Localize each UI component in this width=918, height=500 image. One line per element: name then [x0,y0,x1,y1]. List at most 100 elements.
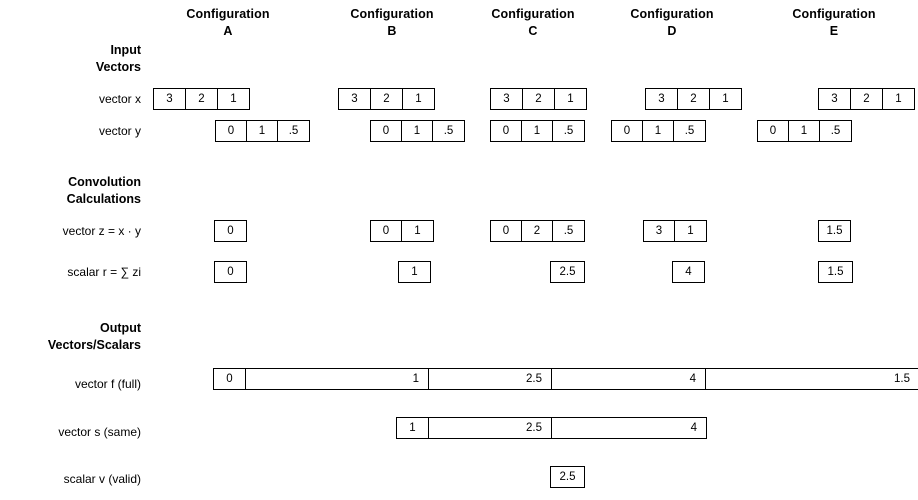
vector-z-cell: 1.5 [826,225,843,237]
vector-x-box-a: 3 2 1 [153,88,250,110]
vector-x-cell: 2 [523,89,555,109]
scalar-r-cell: 4 [685,266,692,278]
scalar-r-cell: 2.5 [559,266,576,278]
vector-y-box-e: 0 1 .5 [757,120,852,142]
vector-x-cell: 3 [491,89,523,109]
vector-z-cell: 1 [414,225,421,237]
vector-s-same-box: 1 2.5 4 [396,417,707,439]
column-header-c: Configuration C [463,6,603,40]
section-title-convolution-line2: Calculations [66,192,141,206]
row-label-scalar-r: scalar r = ∑ zi [67,265,141,279]
column-header-b: Configuration B [322,6,462,40]
section-title-input-vectors-line1: Input [110,43,141,57]
column-header-d-word: Configuration [630,7,714,21]
scalar-r-box-a: 0 [214,261,247,283]
scalar-r-cell: 1.5 [827,266,844,278]
column-header-a-word: Configuration [186,7,270,21]
section-title-convolution-line1: Convolution [68,175,141,189]
row-label-vector-x: vector x [98,92,141,106]
section-title-input-vectors: Input Vectors [0,42,141,76]
vector-y-cell: 1 [789,121,820,141]
vector-y-cell: 1 [643,121,674,141]
vector-y-cell: 0 [491,121,522,141]
scalar-r-cell: 0 [227,266,234,278]
vector-x-cell: 3 [154,89,186,109]
vector-f-cell: 1 [246,369,429,389]
vector-f-cell: 1.5 [894,373,910,385]
vector-z-box-e: 1.5 [818,220,851,242]
row-label-vector-s: vector s (same) [58,425,141,439]
vector-s-cell: 1 [397,418,429,438]
vector-y-cell: .5 [443,125,454,137]
vector-z-box-c: 0 2 .5 [490,220,585,242]
vector-z-cell: 0 [227,225,234,237]
scalar-r-cell: 1 [411,266,418,278]
vector-x-cell: 1 [415,93,422,105]
vector-x-box-e: 3 2 1 [818,88,915,110]
vector-x-cell: 2 [186,89,218,109]
vector-f-cell: 4 [552,369,706,389]
vector-f-full-box: 0 1 2.5 4 1.5 [213,368,918,390]
scalar-r-box-c: 2.5 [550,261,585,283]
vector-z-cell: 3 [644,221,675,241]
scalar-r-box-b: 1 [398,261,431,283]
vector-x-cell: 2 [851,89,883,109]
vector-z-cell: .5 [563,225,574,237]
column-header-a: Configuration A [158,6,298,40]
column-header-a-letter: A [223,24,233,38]
row-label-vector-y: vector y [98,124,141,138]
vector-x-cell: 1 [230,93,237,105]
column-header-b-letter: B [387,24,397,38]
vector-y-cell: 0 [216,121,247,141]
column-header-c-word: Configuration [491,7,575,21]
section-title-output-line2: Vectors/Scalars [47,338,141,352]
vector-z-cell: 1 [687,225,694,237]
column-header-e-letter: E [829,24,839,38]
scalar-v-cell: 2.5 [559,471,576,483]
column-header-d-letter: D [667,24,677,38]
vector-z-box-d: 3 1 [643,220,707,242]
scalar-v-valid-box: 2.5 [550,466,585,488]
column-head-e-word: Configuration [792,7,876,21]
vector-f-cell: 2.5 [429,369,552,389]
vector-y-cell: .5 [288,125,299,137]
vector-y-cell: 0 [758,121,789,141]
vector-y-cell: 1 [402,121,433,141]
row-label-scalar-v: scalar v (valid) [63,472,141,486]
vector-x-cell: 3 [339,89,371,109]
vector-s-cell: 2.5 [429,418,552,438]
vector-y-cell: .5 [830,125,841,137]
vector-x-box-d: 3 2 1 [645,88,742,110]
section-title-output-line1: Output [100,321,141,335]
section-title-convolution-calculations: Convolution Calculations [0,174,141,208]
vector-f-cell: 0 [214,369,246,389]
column-header-e: Configuration E [764,6,904,40]
vector-y-cell: 0 [612,121,643,141]
vector-y-cell: .5 [563,125,574,137]
vector-x-cell: 3 [646,89,678,109]
column-header-d: Configuration D [602,6,742,40]
vector-z-box-b: 0 1 [370,220,434,242]
row-label-vector-f: vector f (full) [74,377,141,391]
vector-y-cell: 1 [247,121,278,141]
vector-x-cell: 2 [678,89,710,109]
vector-x-box-c: 3 2 1 [490,88,587,110]
vector-z-box-a: 0 [214,220,247,242]
vector-y-box-c: 0 1 .5 [490,120,585,142]
vector-z-cell: 0 [491,221,522,241]
vector-z-cell: 0 [371,221,402,241]
vector-x-cell: 1 [567,93,574,105]
column-header-c-letter: C [528,24,538,38]
row-label-vector-z: vector z = x · y [62,224,141,238]
vector-x-box-b: 3 2 1 [338,88,435,110]
vector-y-box-d: 0 1 .5 [611,120,706,142]
vector-y-cell: .5 [684,125,695,137]
section-title-output-vectors-scalars: Output Vectors/Scalars [0,320,141,354]
vector-z-cell: 2 [522,221,553,241]
vector-y-cell: 1 [522,121,553,141]
vector-s-cell: 4 [690,422,697,434]
column-header-b-word: Configuration [350,7,434,21]
vector-y-cell: 0 [371,121,402,141]
vector-y-box-b: 0 1 .5 [370,120,465,142]
